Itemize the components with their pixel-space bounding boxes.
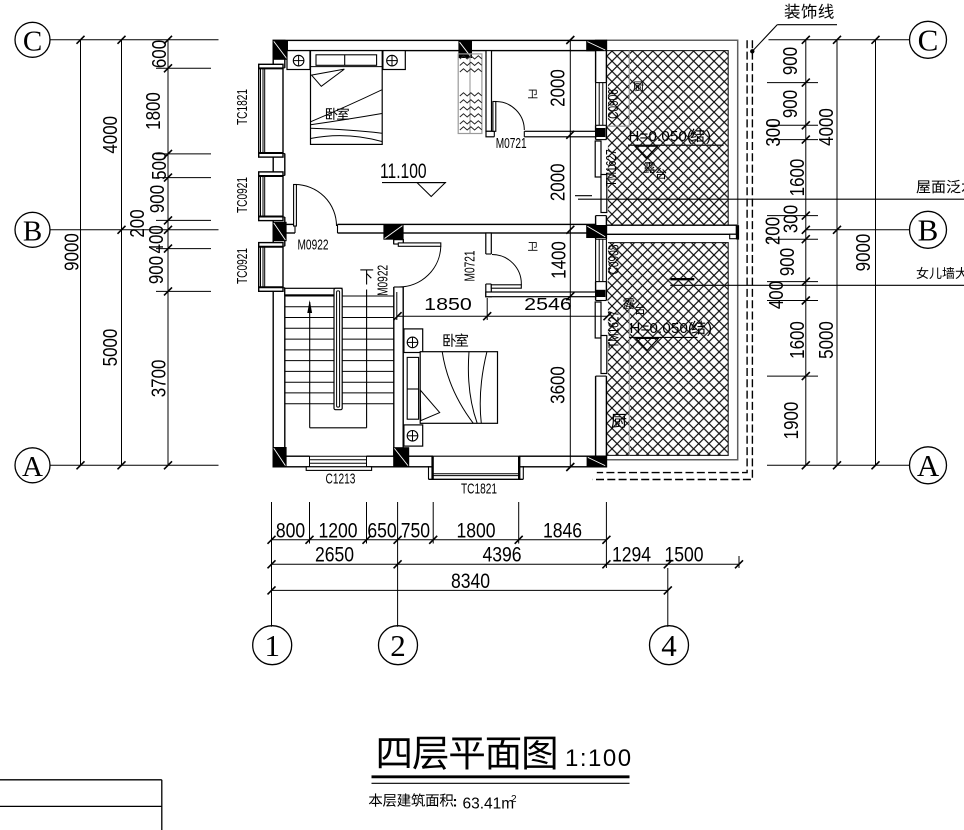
svg-text:1: 1: [264, 628, 280, 663]
svg-text:C1213: C1213: [326, 471, 356, 487]
svg-text:1400: 1400: [547, 241, 570, 279]
svg-text:1600: 1600: [786, 159, 809, 197]
svg-text:B: B: [23, 215, 42, 247]
svg-text:C: C: [23, 25, 42, 57]
svg-text:M0922: M0922: [375, 265, 391, 296]
svg-text:11.100: 11.100: [380, 159, 427, 183]
svg-text:2650: 2650: [315, 543, 354, 567]
svg-text:1500: 1500: [664, 543, 703, 567]
svg-text:TC1821: TC1821: [461, 481, 497, 497]
svg-text:M0721: M0721: [496, 135, 527, 151]
svg-text:C0908: C0908: [606, 245, 622, 275]
svg-text:600: 600: [148, 40, 171, 68]
svg-text:2546: 2546: [524, 295, 572, 315]
svg-text:4396: 4396: [482, 543, 521, 567]
svg-text:8340: 8340: [451, 570, 490, 594]
svg-text:9000: 9000: [852, 234, 875, 272]
svg-text:M0721: M0721: [462, 250, 478, 281]
svg-text:5000: 5000: [815, 321, 838, 359]
svg-text:H=0.050(: H=0.050(: [630, 320, 694, 337]
svg-text:4000: 4000: [815, 108, 838, 146]
svg-text:1800: 1800: [456, 519, 495, 543]
svg-text:A: A: [917, 448, 940, 483]
svg-text:2: 2: [390, 628, 406, 663]
svg-text:2000: 2000: [546, 163, 569, 201]
svg-text:TC0921: TC0921: [234, 177, 250, 213]
svg-text:900: 900: [776, 248, 799, 276]
svg-text:TM1627: TM1627: [603, 149, 619, 186]
svg-text:200: 200: [761, 217, 784, 245]
svg-text:900: 900: [146, 185, 169, 213]
svg-text:): ): [707, 320, 712, 337]
svg-text:TC1821: TC1821: [234, 89, 250, 125]
svg-text:900: 900: [779, 90, 802, 118]
svg-text:3700: 3700: [147, 360, 170, 398]
svg-text:B: B: [918, 212, 939, 247]
svg-text:1:100: 1:100: [565, 745, 633, 772]
svg-text:M0922: M0922: [298, 237, 329, 253]
svg-text:500: 500: [148, 152, 171, 180]
svg-text:C: C: [918, 22, 939, 57]
svg-text:2000: 2000: [546, 69, 569, 107]
svg-text:9000: 9000: [60, 233, 83, 271]
svg-text:900: 900: [779, 47, 802, 75]
svg-text:1200: 1200: [318, 519, 357, 543]
svg-text:1900: 1900: [780, 402, 803, 440]
svg-text:TM1627: TM1627: [606, 311, 622, 348]
svg-text:1600: 1600: [786, 321, 809, 359]
svg-text:63.41m: 63.41m: [463, 796, 515, 813]
svg-text:650: 650: [367, 519, 397, 543]
svg-text:800: 800: [276, 519, 306, 543]
svg-text:1846: 1846: [543, 519, 582, 543]
svg-text:3600: 3600: [546, 366, 569, 404]
svg-text:750: 750: [401, 519, 431, 543]
svg-text::: :: [453, 794, 458, 811]
svg-text:4: 4: [661, 628, 677, 663]
svg-text:A: A: [22, 451, 43, 483]
svg-text:): ): [706, 128, 711, 145]
svg-text:H=0.050(: H=0.050(: [629, 128, 693, 145]
svg-text:1800: 1800: [142, 92, 165, 130]
svg-text:2: 2: [511, 794, 517, 805]
svg-text:C0906: C0906: [605, 89, 621, 119]
svg-text:4000: 4000: [99, 116, 122, 154]
svg-text:400: 400: [765, 281, 788, 309]
svg-text:1294: 1294: [612, 543, 651, 567]
svg-text:200: 200: [126, 209, 149, 237]
svg-text:5000: 5000: [99, 329, 122, 367]
svg-text:1850: 1850: [424, 295, 472, 315]
svg-text:900: 900: [145, 256, 168, 284]
svg-text:300: 300: [779, 205, 802, 233]
svg-text:300: 300: [762, 118, 785, 146]
svg-text:400: 400: [145, 225, 168, 253]
svg-text:TC0921: TC0921: [234, 248, 250, 284]
